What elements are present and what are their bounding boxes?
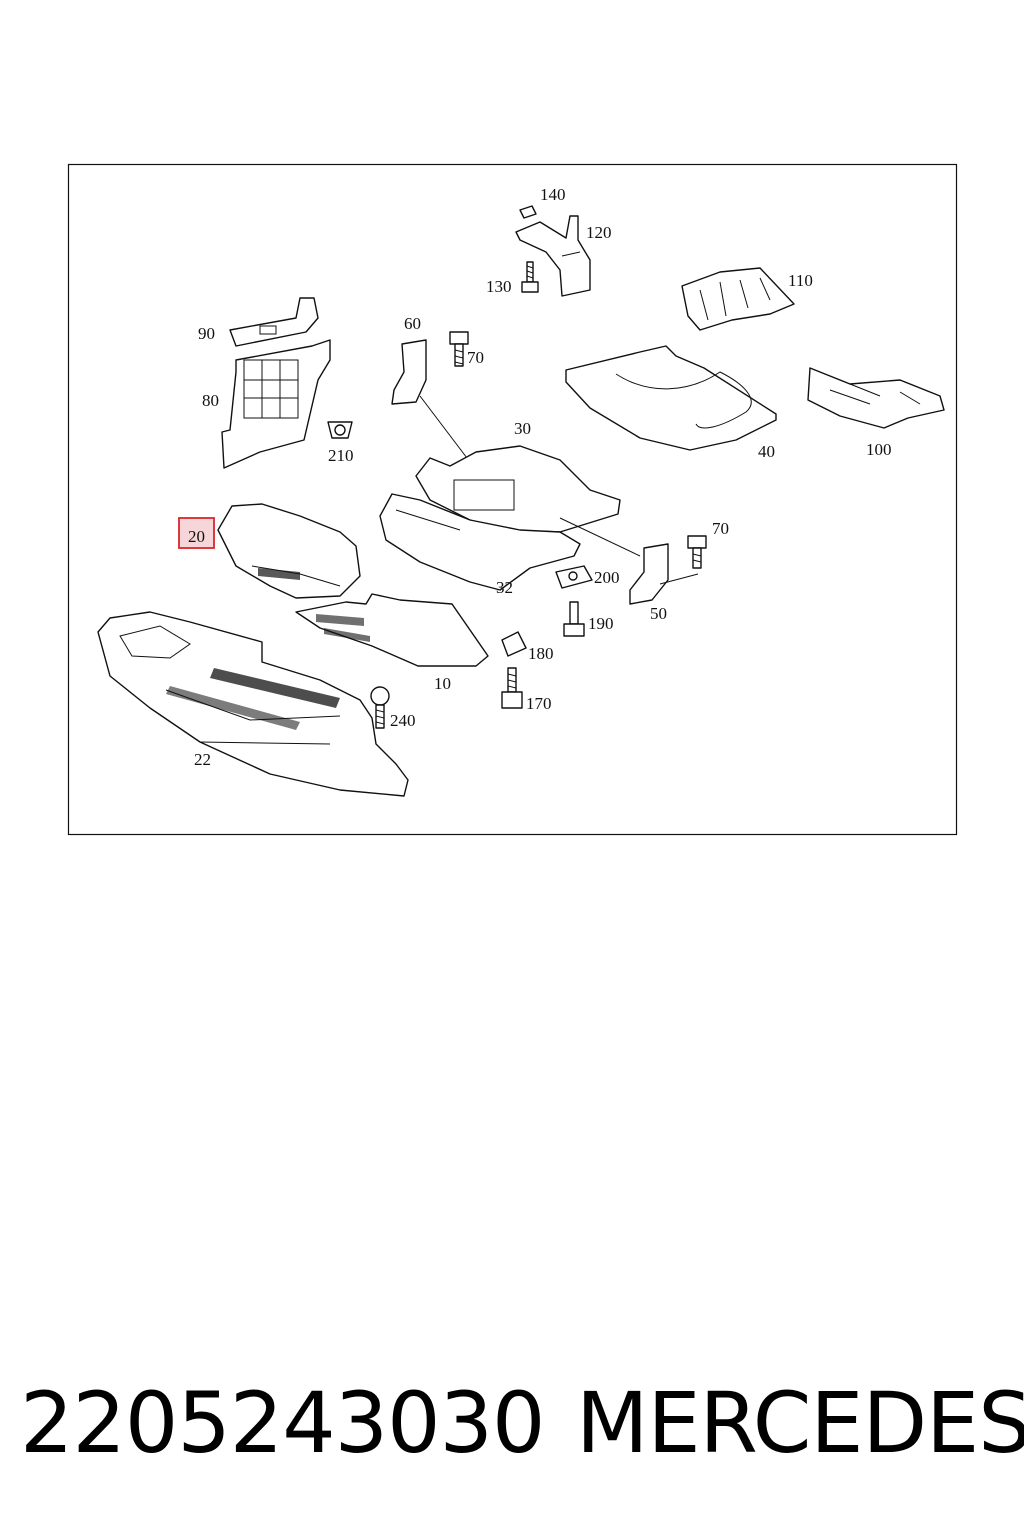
label-60[interactable]: 60 <box>404 314 421 333</box>
label-30[interactable]: 30 <box>514 419 531 438</box>
part-120-bracket[interactable] <box>515 215 591 297</box>
parts-diagram: 140 120 130 110 90 60 70 80 210 30 40 10… <box>67 163 958 836</box>
label-90[interactable]: 90 <box>198 324 215 343</box>
part-70-screw-lower[interactable] <box>687 535 707 569</box>
label-100[interactable]: 100 <box>866 440 892 459</box>
part-10-panel[interactable] <box>295 593 489 667</box>
label-32[interactable]: 32 <box>496 578 513 597</box>
label-80[interactable]: 80 <box>202 391 219 410</box>
part-number: 2205243030 <box>20 1374 545 1472</box>
label-40[interactable]: 40 <box>758 442 775 461</box>
label-22[interactable]: 22 <box>194 750 211 769</box>
part-22-undertray[interactable] <box>97 611 409 797</box>
label-20[interactable]: 20 <box>188 527 205 546</box>
part-240-screw[interactable] <box>370 686 390 729</box>
brand-name: MERCEDES <box>576 1374 1024 1472</box>
part-40-tray[interactable] <box>565 345 777 451</box>
part-70-screw-upper[interactable] <box>449 331 469 367</box>
label-50[interactable]: 50 <box>650 604 667 623</box>
part-130-screw[interactable] <box>521 261 539 293</box>
part-210-clip[interactable] <box>327 421 353 439</box>
part-50-bracket[interactable] <box>629 543 699 605</box>
label-180[interactable]: 180 <box>528 644 554 663</box>
diagram-frame <box>67 163 958 836</box>
part-32-undertray[interactable] <box>379 493 641 591</box>
label-110[interactable]: 110 <box>788 271 813 290</box>
footer-caption: 2205243030 MERCEDES <box>20 1368 1024 1478</box>
part-90-bracket[interactable] <box>229 297 319 347</box>
label-10[interactable]: 10 <box>434 674 451 693</box>
label-190[interactable]: 190 <box>588 614 614 633</box>
highlight-box-20 <box>178 517 215 549</box>
part-80-side-panel[interactable] <box>221 339 331 469</box>
part-180-clip[interactable] <box>501 631 527 657</box>
label-140[interactable]: 140 <box>540 185 566 204</box>
part-100-panel[interactable] <box>807 367 945 429</box>
label-130[interactable]: 130 <box>486 277 512 296</box>
label-70-upper[interactable]: 70 <box>467 348 484 367</box>
part-140-clip[interactable] <box>519 205 537 219</box>
label-70-lower[interactable]: 70 <box>712 519 729 538</box>
part-170-screw[interactable] <box>501 667 523 709</box>
part-110-cover[interactable] <box>681 267 795 331</box>
label-200[interactable]: 200 <box>594 568 620 587</box>
part-60-bracket[interactable] <box>391 339 471 463</box>
part-20-panel[interactable] <box>217 503 361 599</box>
label-240[interactable]: 240 <box>390 711 416 730</box>
label-120[interactable]: 120 <box>586 223 612 242</box>
part-190-bolt[interactable] <box>563 601 585 637</box>
label-210[interactable]: 210 <box>328 446 354 465</box>
part-200-nut[interactable] <box>555 565 593 589</box>
label-170[interactable]: 170 <box>526 694 552 713</box>
